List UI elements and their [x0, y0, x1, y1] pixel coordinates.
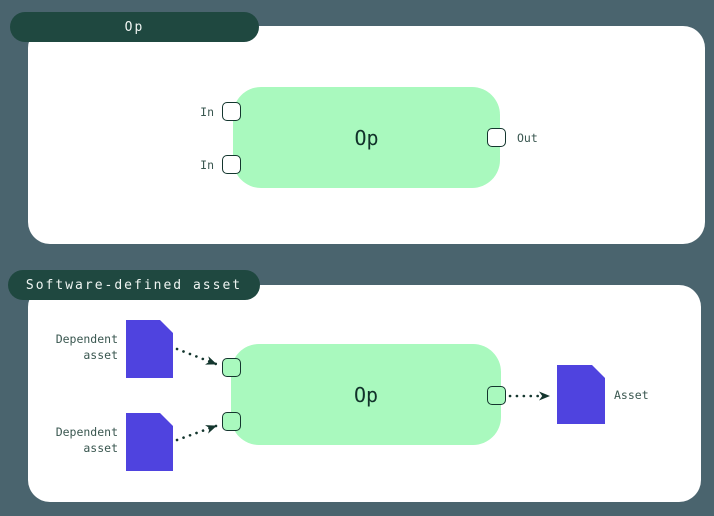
tab-op-label: Op — [124, 19, 145, 35]
tab-sda-label: Software-defined asset — [25, 277, 243, 293]
input-port-icon — [222, 102, 241, 121]
input-port-icon — [222, 358, 241, 377]
input-port-icon — [222, 412, 241, 431]
asset-label: Asset — [614, 388, 649, 402]
input-port-label: In — [200, 158, 214, 172]
op-node-label: Op — [353, 382, 379, 407]
op-node: Op — [233, 87, 500, 188]
tab-software-defined-asset: Software-defined asset — [8, 270, 260, 300]
output-port-label: Out — [517, 131, 538, 145]
input-port-label: In — [200, 105, 214, 119]
dependent-asset-label: Dependent asset — [55, 425, 118, 455]
tab-op: Op — [10, 12, 259, 42]
dependent-asset-label: Dependent asset — [55, 332, 118, 362]
dependent-asset-document-icon — [126, 413, 173, 471]
output-port-icon — [487, 386, 506, 405]
dependent-asset-document-icon — [126, 320, 173, 378]
op-node-label: Op — [354, 125, 379, 150]
input-port-icon — [222, 155, 241, 174]
op-node: Op — [231, 344, 501, 445]
asset-document-icon — [557, 365, 605, 424]
output-port-icon — [487, 128, 506, 147]
